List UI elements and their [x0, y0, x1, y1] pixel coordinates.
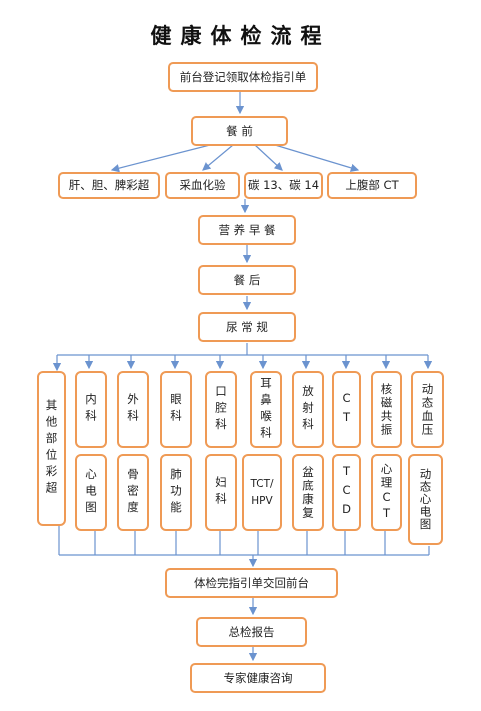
- exam-label: 肺功能: [169, 467, 183, 518]
- urine-step: 尿 常 规: [198, 312, 296, 342]
- before-item-ultrasound: 肝、胆、脾彩超: [58, 172, 160, 199]
- exam-ct: CT: [332, 371, 361, 448]
- after-meal-step: 餐 后: [198, 265, 296, 295]
- before-meal-step: 餐 前: [191, 116, 288, 146]
- exam-surgery: 外科: [117, 371, 149, 448]
- exam-pelvic-floor: 盆底康复: [292, 454, 324, 531]
- exam-label: 妇科: [214, 476, 228, 509]
- before-item-blood-test: 采血化验: [165, 172, 240, 199]
- before-item-label: 采血化验: [179, 178, 226, 193]
- before-meal-label: 餐 前: [226, 123, 253, 138]
- return-sheet-label: 体检完指引单交回前台: [194, 575, 309, 590]
- exam-dental: 口腔科: [205, 371, 237, 448]
- exam-other-ultrasound: 其他部位彩超: [37, 371, 66, 526]
- exam-bone-density: 骨密度: [117, 454, 149, 531]
- exam-gynecology: 妇科: [205, 454, 237, 531]
- exam-radiology: 放射科: [292, 371, 324, 448]
- exam-tcd: TCD: [332, 454, 361, 531]
- report-step: 总检报告: [196, 617, 307, 647]
- exam-label: 内科: [84, 393, 98, 426]
- exam-label: TCT/HPV: [250, 477, 274, 507]
- exam-label: 核磁共振: [379, 382, 394, 437]
- after-meal-label: 餐 后: [233, 272, 261, 287]
- exam-holter: 动态心电图: [408, 454, 443, 545]
- exam-label: 耳鼻喉科: [259, 376, 273, 443]
- exam-label: 心电图: [84, 467, 98, 518]
- consult-step: 专家健康咨询: [190, 663, 326, 693]
- exam-label: 放射科: [301, 384, 315, 435]
- page-title: 健康体检流程: [150, 24, 331, 48]
- report-label: 总检报告: [228, 624, 275, 639]
- exam-ambulatory-bp: 动态血压: [411, 371, 444, 448]
- exam-ent: 耳鼻喉科: [250, 371, 282, 448]
- exam-ecg: 心电图: [75, 454, 107, 531]
- exam-label: 其他部位彩超: [44, 399, 59, 498]
- breakfast-label: 营 养 早 餐: [218, 222, 276, 237]
- exam-tct-hpv: TCT/HPV: [242, 454, 282, 531]
- exam-label: 盆底康复: [301, 465, 315, 520]
- return-sheet-step: 体检完指引单交回前台: [165, 568, 338, 598]
- exam-label: 外科: [126, 393, 140, 426]
- exam-lung-function: 肺功能: [160, 454, 192, 531]
- exam-internal-medicine: 内科: [75, 371, 107, 448]
- consult-label: 专家健康咨询: [223, 670, 293, 685]
- exam-label: 动态血压: [420, 382, 435, 437]
- exam-label: TCD: [339, 464, 354, 521]
- exam-label: CT: [339, 390, 354, 429]
- before-item-breath-test: 碳 13、碳 14: [244, 172, 323, 199]
- exam-label: 骨密度: [126, 467, 140, 518]
- exam-psych-ct: 心理CT: [371, 454, 402, 531]
- exam-label: 动态心电图: [418, 468, 433, 531]
- before-item-abdominal-ct: 上腹部 CT: [327, 172, 417, 199]
- breakfast-step: 营 养 早 餐: [198, 215, 296, 245]
- reception-step: 前台登记领取体检指引单: [168, 62, 318, 92]
- exam-mri: 核磁共振: [371, 371, 402, 448]
- exam-label: 口腔科: [214, 384, 228, 435]
- reception-label: 前台登记领取体检指引单: [179, 69, 307, 84]
- urine-label: 尿 常 规: [226, 319, 268, 334]
- exam-label: 心理CT: [379, 463, 394, 522]
- exam-label: 眼科: [169, 393, 183, 426]
- before-item-label: 上腹部 CT: [345, 178, 399, 193]
- exam-ophthalmology: 眼科: [160, 371, 192, 448]
- before-item-label: 肝、胆、脾彩超: [68, 178, 150, 193]
- before-item-label: 碳 13、碳 14: [247, 178, 320, 193]
